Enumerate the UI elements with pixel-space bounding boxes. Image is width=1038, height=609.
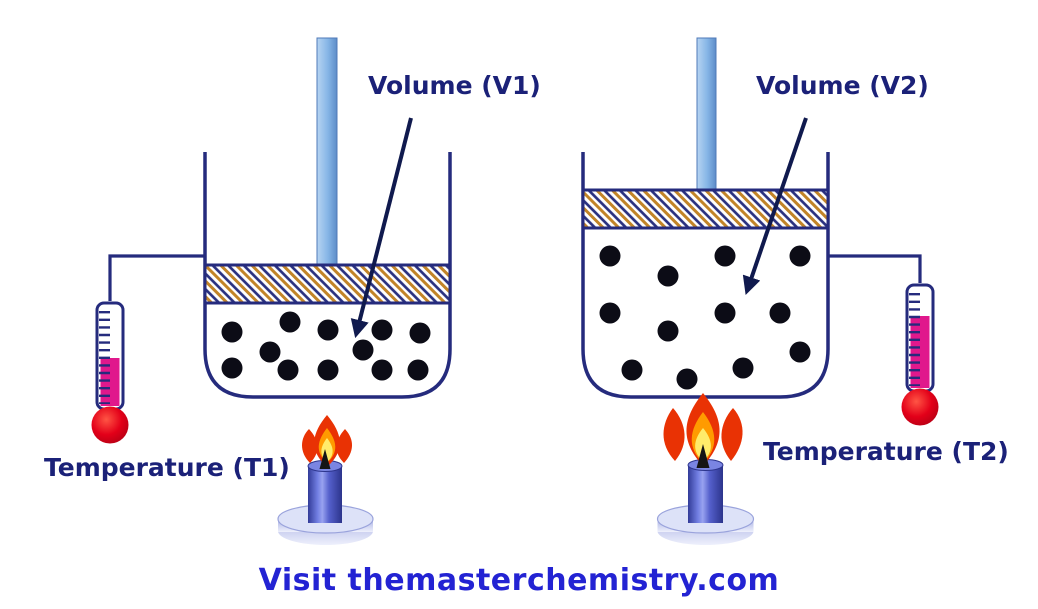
left-piston-head (203, 263, 452, 305)
right-thermometer-icon (901, 283, 939, 426)
gas-particle (789, 341, 811, 363)
gas-particle (409, 322, 431, 344)
thermometer-bulb (91, 406, 129, 444)
volume-v2-arrow (742, 117, 808, 295)
gas-particles-right (599, 245, 811, 390)
left-candle-icon (277, 415, 374, 545)
gas-particle (279, 311, 301, 333)
large-flame-icon (663, 393, 743, 468)
gas-particle (371, 319, 393, 341)
left-thermometer-wire (108, 254, 205, 301)
gas-particle (657, 265, 679, 287)
left-thermometer-icon (91, 301, 129, 444)
volume-v2-label: Volume (V2) (756, 71, 929, 100)
gas-particle (676, 368, 698, 390)
gas-particle (259, 341, 281, 363)
volume-v1-label: Volume (V1) (368, 71, 541, 100)
gas-particle (714, 245, 736, 267)
right-candle-icon (656, 393, 755, 545)
right-piston-rod (696, 37, 717, 193)
gas-particle (621, 359, 643, 381)
left-piston-rod (316, 37, 338, 268)
candle-wick (319, 449, 331, 469)
gas-particle (277, 359, 299, 381)
small-flame-icon (302, 415, 353, 469)
gas-particles-left (221, 311, 431, 381)
gas-particle (714, 302, 736, 324)
gas-particle (407, 359, 429, 381)
thermometer-mercury (100, 358, 120, 406)
candle-body (308, 466, 342, 523)
gas-particle (657, 320, 679, 342)
gas-particle (317, 319, 339, 341)
temperature-t2-label: Temperature (T2) (763, 437, 1009, 466)
gas-particle (599, 302, 621, 324)
temperature-t1-label: Temperature (T1) (44, 453, 290, 482)
right-piston-head (581, 188, 830, 230)
right-apparatus (581, 37, 939, 545)
right-thermometer-wire (828, 254, 922, 283)
thermometer-bulb (901, 388, 939, 426)
candle-wick (696, 444, 710, 468)
gas-particle (371, 359, 393, 381)
volume-v1-arrow (350, 117, 413, 339)
gas-particle (352, 339, 374, 361)
gas-particle (221, 357, 243, 379)
gas-particle (789, 245, 811, 267)
gas-particle (221, 321, 243, 343)
gas-particle (732, 357, 754, 379)
gas-particle (769, 302, 791, 324)
footer-link[interactable]: Visit themasterchemistry.com (258, 563, 780, 598)
gas-particle (317, 359, 339, 381)
left-apparatus (91, 37, 452, 545)
candle-body (688, 465, 723, 523)
gas-particle (599, 245, 621, 267)
